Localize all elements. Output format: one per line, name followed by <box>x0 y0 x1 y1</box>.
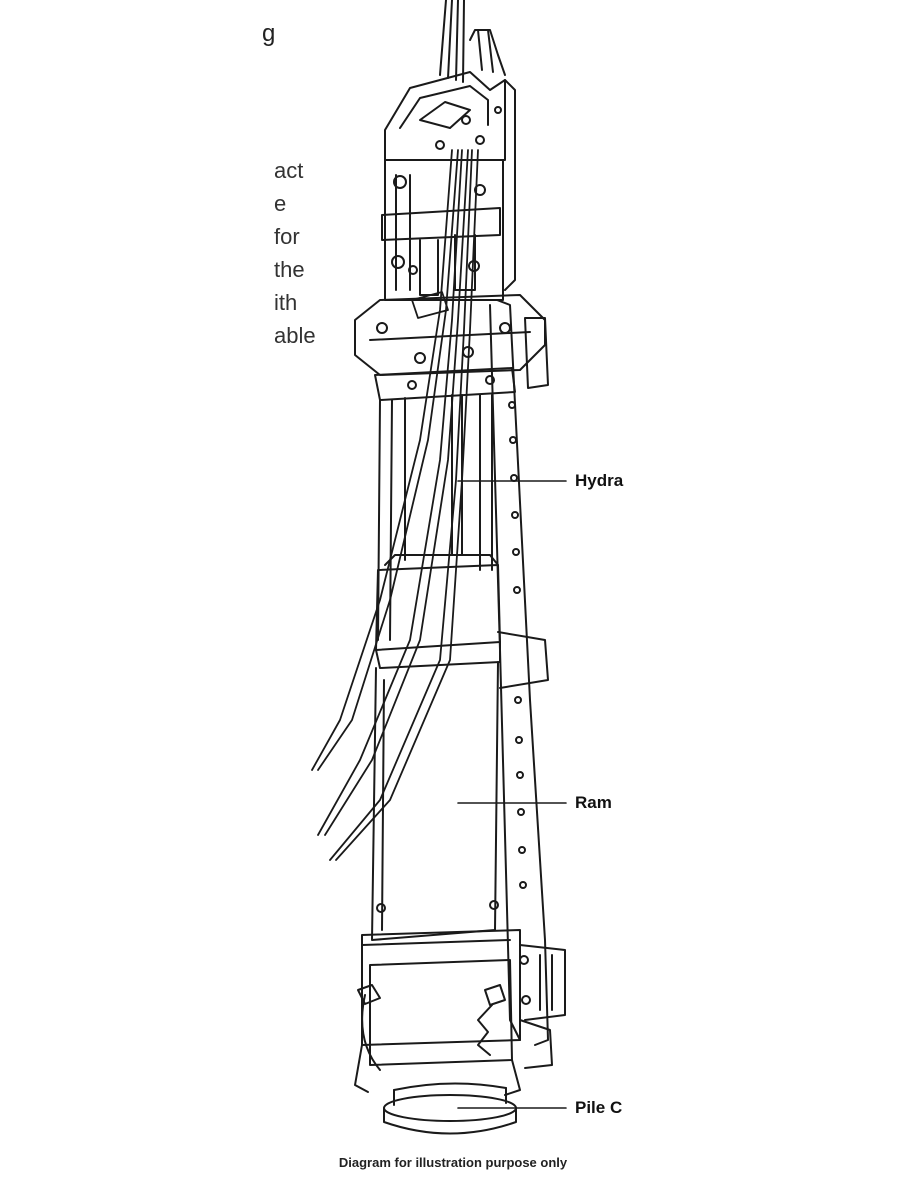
paragraph-line: ith <box>274 290 298 315</box>
ram-weight <box>371 661 499 941</box>
disclaimer-caption: Diagram for illustration purpose only <box>338 1155 568 1170</box>
cropped-paragraph-fragment: act e for the ith able <box>274 154 316 352</box>
lifting-cables <box>439 0 465 83</box>
upper-clamp <box>354 294 549 389</box>
paragraph-line: for <box>274 224 300 249</box>
cropped-heading-fragment: g <box>262 20 276 47</box>
ram-cap <box>375 554 549 689</box>
lower-frame <box>357 929 566 1071</box>
lower-braces <box>354 1019 553 1096</box>
paragraph-line: e <box>274 191 287 216</box>
callout-label-ram: Ram <box>575 793 612 812</box>
leader-rail <box>489 299 549 1046</box>
crop-edge <box>625 0 900 1140</box>
hydraulic-hoses <box>311 149 479 861</box>
paragraph-line: able <box>274 323 316 348</box>
paragraph-line: act <box>274 158 304 183</box>
callout-leaders <box>457 480 567 1109</box>
paragraph-line: the <box>274 257 305 282</box>
callout-label-pile: Pile C <box>575 1098 623 1117</box>
callout-label-hydra: Hydra <box>575 471 624 490</box>
guide-columns <box>377 394 493 641</box>
